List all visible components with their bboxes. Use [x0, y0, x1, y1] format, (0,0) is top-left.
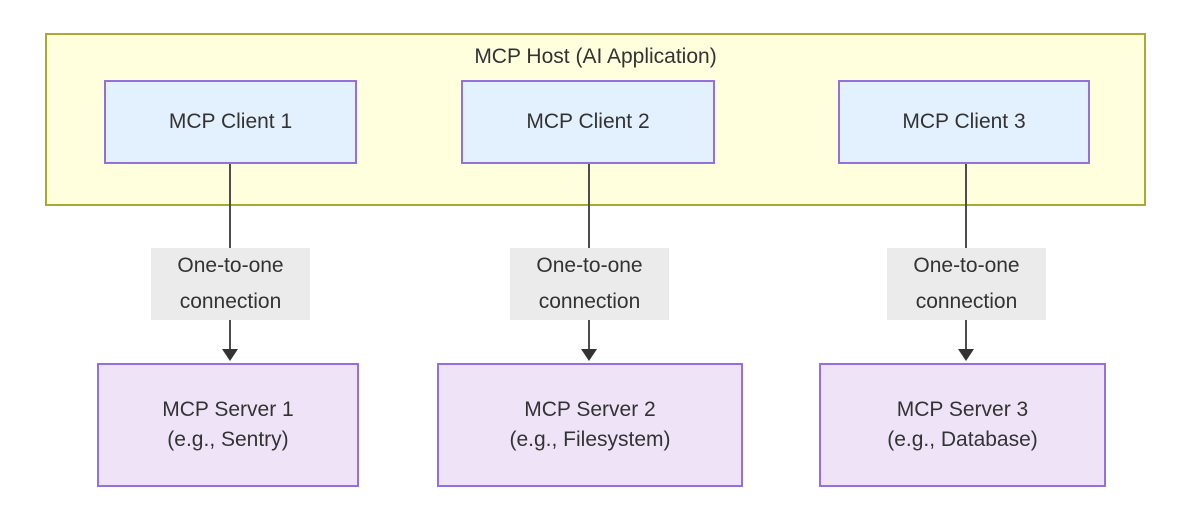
node-mcp-client-3[interactable]: MCP Client 3: [838, 80, 1090, 164]
edge-arrow-client3-server3: [958, 349, 974, 361]
edge-label-client1-server1: One-to-one connection: [151, 248, 310, 320]
edge-arrow-client2-server2: [581, 349, 597, 361]
edge-label-client3-server3-line1: One-to-one: [913, 254, 1020, 277]
edge-label-client3-server3-line2: connection: [915, 290, 1018, 313]
node-mcp-server-2[interactable]: MCP Server 2 (e.g., Filesystem): [437, 363, 743, 487]
edge-arrow-client1-server1: [222, 349, 238, 361]
node-mcp-client-2-label: MCP Client 2: [526, 110, 650, 133]
edge-label-client2-server2-line2: connection: [538, 290, 641, 313]
node-mcp-server-1-example: (e.g., Sentry): [167, 428, 289, 451]
node-mcp-server-2-title: MCP Server 2: [524, 398, 656, 421]
edge-label-client1-server1-line1: One-to-one: [177, 254, 284, 277]
mcp-host-title: MCP Host (AI Application): [474, 45, 717, 68]
node-mcp-server-2-example: (e.g., Filesystem): [509, 428, 671, 451]
edge-label-client2-server2-line1: One-to-one: [536, 254, 643, 277]
node-mcp-server-3[interactable]: MCP Server 3 (e.g., Database): [819, 363, 1106, 487]
node-mcp-server-3-title: MCP Server 3: [896, 398, 1029, 421]
node-mcp-client-1[interactable]: MCP Client 1: [104, 80, 357, 164]
node-mcp-client-1-label: MCP Client 1: [168, 110, 293, 133]
node-mcp-server-1[interactable]: MCP Server 1 (e.g., Sentry): [97, 363, 359, 487]
edge-label-client3-server3: One-to-one connection: [887, 248, 1046, 320]
node-mcp-server-3-example: (e.g., Database): [887, 428, 1038, 451]
edge-label-client1-server1-line2: connection: [179, 290, 282, 313]
edge-label-client2-server2: One-to-one connection: [510, 248, 669, 320]
node-mcp-client-2[interactable]: MCP Client 2: [461, 80, 715, 164]
node-mcp-server-1-title: MCP Server 1: [162, 398, 294, 421]
node-mcp-client-3-label: MCP Client 3: [902, 110, 1026, 133]
